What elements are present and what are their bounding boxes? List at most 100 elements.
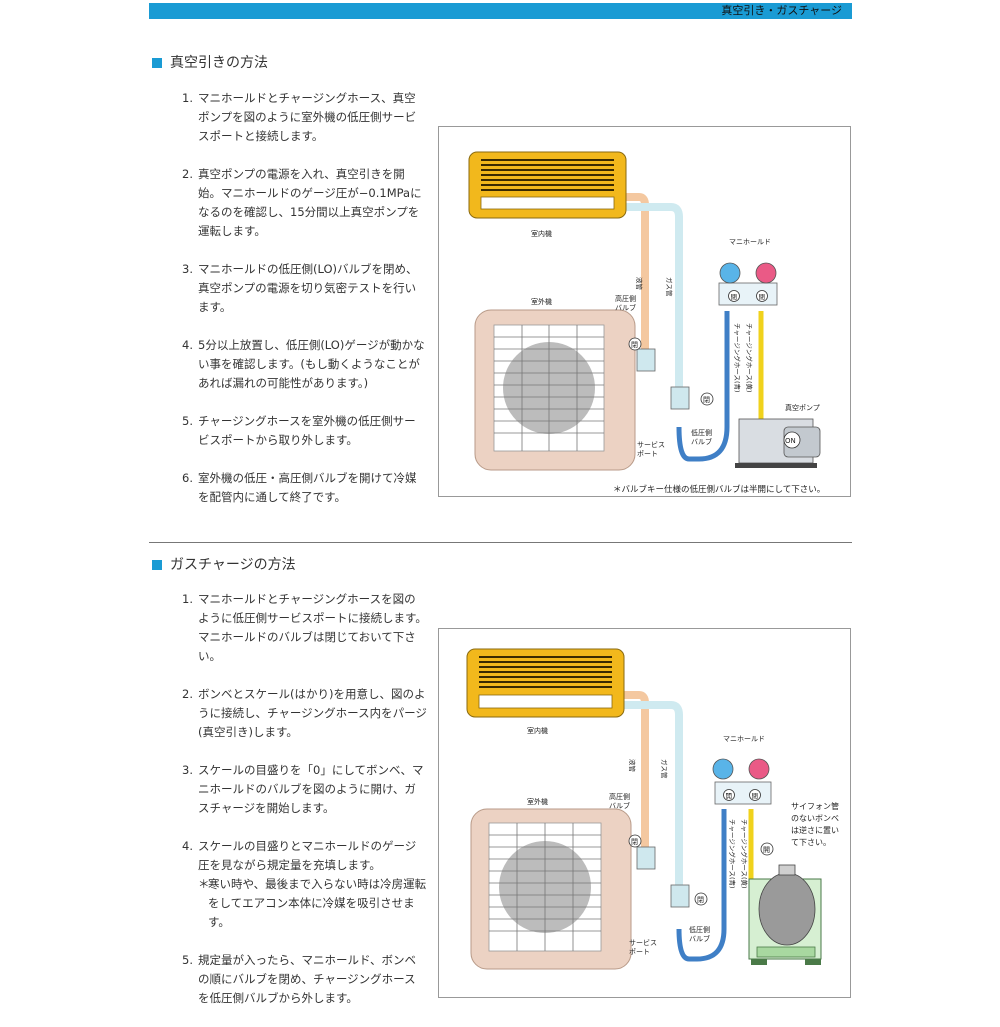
section-marker: [152, 58, 162, 68]
manifold-label: マニホールド: [723, 735, 765, 743]
step-number: 3.: [182, 763, 193, 777]
step-number: 4.: [182, 839, 193, 853]
diagram-note: ＊バルブキー仕様の低圧側バルブは半開にして下さい。: [613, 484, 825, 495]
step-note: ＊寒い時や、最後まで入らない時は冷房運転をしてエアコン本体に冷媒を吸引させます。: [198, 875, 427, 932]
closed-marker: [700, 392, 714, 406]
closed-marker: [628, 337, 642, 351]
service-port-label: サービス: [629, 938, 657, 947]
step-text: マニホールドの低圧側(LO)バルブを閉め、真空ポンプの電源を切り気密テストを行い…: [198, 262, 418, 314]
closed-marker: [628, 834, 642, 848]
low-valve-label: 低圧側: [691, 428, 712, 437]
step-number: 1.: [182, 91, 193, 105]
step-number: 2.: [182, 687, 193, 701]
gas-charge-diagram: 室内機 室外機 閉 閉 液管 ガス管 高圧側 バルブ 低圧側 バルブ サービス …: [438, 628, 851, 998]
yellow-hose-label: チャージングホース(黄): [740, 819, 749, 889]
step-item: 6. 室外機の低圧・高圧側バルブを開けて冷媒を配管内に通して終了です。: [182, 469, 427, 507]
low-gauge-icon: [719, 262, 741, 284]
siphon-note-line: のないボンベ: [791, 814, 839, 823]
step-item: 2.真空ポンプの電源を入れ、真空引きを開始。マニホールドのゲージ圧が−0.1MP…: [182, 165, 427, 241]
blue-hose: [676, 809, 727, 962]
high-valve-label: 高圧側: [609, 792, 630, 801]
step-text: マニホールドとチャージングホース、真空ポンプを図のように室外機の低圧側サービスポ…: [198, 91, 417, 143]
step-number: 1.: [182, 592, 193, 606]
indoor-unit-label: 室内機: [527, 726, 548, 735]
step-item: 1. マニホールドとチャージングホース、真空ポンプを図のように室外機の低圧側サービ…: [182, 89, 427, 146]
closed-label: 閉: [759, 293, 766, 301]
section2-title-text: ガスチャージの方法: [170, 557, 296, 573]
indoor-unit: [466, 648, 625, 718]
closed-label: 閉: [631, 341, 638, 349]
section1-title: 真空引きの方法: [152, 52, 268, 72]
header-bar: 真空引き・ガスチャージ: [149, 3, 852, 19]
section1-steps: 1. マニホールドとチャージングホース、真空ポンプを図のように室外機の低圧側サービ…: [182, 89, 427, 526]
step-text: スケールの目盛りとマニホールドのゲージ圧を見ながら規定量を充填します。: [198, 839, 417, 872]
high-valve-label-2: バルブ: [615, 303, 636, 312]
service-port-label: サービス: [637, 440, 665, 449]
low-valve-label-2: バルブ: [691, 437, 712, 446]
closed-label: 閉: [703, 396, 710, 404]
gas-pipe-label: ガス管: [665, 277, 674, 297]
open-label: 開: [726, 792, 733, 800]
high-gauge-icon: [748, 758, 770, 780]
low-valve-label-2: バルブ: [689, 934, 710, 943]
blue-hose-label: チャージングホース(青): [733, 323, 742, 393]
step-text: 室外機の低圧・高圧側バルブを開けて冷媒を配管内に通して終了です。: [198, 471, 417, 504]
closed-label: 閉: [697, 896, 704, 904]
header-title: 真空引き・ガスチャージ: [721, 4, 842, 17]
outdoor-unit: [470, 808, 632, 970]
gas-cylinder: [758, 864, 816, 946]
indoor-unit: [468, 151, 627, 219]
siphon-note-line: て下さい。: [791, 838, 831, 847]
low-gauge-icon: [712, 758, 734, 780]
closed-label: 閉: [631, 838, 638, 846]
step-note-text: 寒い時や、最後まで入らない時は冷房運転をしてエアコン本体に冷媒を吸引させます。: [208, 877, 427, 929]
step-text: マニホールドとチャージングホースを図のように低圧側サービスポートに接続します。マ…: [198, 592, 427, 663]
step-item: 1. マニホールドとチャージングホースを図のように低圧側サービスポートに接続します…: [182, 590, 427, 666]
step-number: 6.: [182, 471, 193, 485]
indoor-unit-label: 室内機: [531, 229, 552, 238]
gas-charge-diagram-svg: 室内機 室外機 閉 閉 液管 ガス管 高圧側 バルブ 低圧側 バルブ サービス …: [466, 648, 839, 970]
step-item: 5. 規定量が入ったら、マニホールド、ボンベの順にバルブを閉め、チャージングホース…: [182, 951, 427, 1008]
step-item: 3.スケールの目盛りを「0」にしてボンベ、マニホールドのバルブを図のように開け、…: [182, 761, 427, 818]
low-pressure-valve: [670, 884, 690, 908]
low-valve-label: 低圧側: [689, 925, 710, 934]
closed-label: 閉: [731, 293, 738, 301]
power-on-icon: [783, 431, 801, 449]
step-text: 規定量が入ったら、マニホールド、ボンベの順にバルブを閉め、チャージングホースを低…: [198, 953, 417, 1005]
closed-marker: [756, 290, 768, 302]
step-item: 3. マニホールドの低圧側(LO)バルブを閉め、真空ポンプの電源を切り気密テストを…: [182, 260, 427, 317]
liquid-pipe-label: 液管: [635, 277, 644, 291]
section2-steps: 1. マニホールドとチャージングホースを図のように低圧側サービスポートに接続します…: [182, 590, 427, 1027]
step-text: チャージングホースを室外機の低圧側サービスポートから取り外します。: [198, 414, 416, 447]
section1-title-text: 真空引きの方法: [170, 55, 268, 71]
section-marker: [152, 560, 162, 570]
blue-hose-label: チャージングホース(青): [728, 819, 737, 889]
open-marker: [760, 842, 774, 856]
outdoor-unit-label: 室外機: [527, 797, 548, 806]
vacuum-diagram-svg: 室内機 室外機 閉 閉 液管 ガス管 高圧側 バルブ 低圧側 バルブ サービス …: [468, 151, 825, 495]
step-text: 5分以上放置し、低圧側(LO)ゲージが動かない事を確認します。(もし動くようなこ…: [198, 338, 425, 390]
siphon-note-line: サイフォン管: [791, 801, 839, 811]
closed-marker: [728, 290, 740, 302]
vacuum-pump: [735, 418, 821, 468]
closed-label: 閉: [752, 792, 759, 800]
siphon-note-line: は逆さに置い: [791, 825, 839, 835]
open-label: 開: [763, 846, 770, 854]
closed-marker: [749, 789, 761, 801]
manifold: [718, 262, 778, 306]
high-pressure-valve: [636, 846, 656, 870]
service-port-label-2: ポート: [629, 948, 650, 956]
step-number: 3.: [182, 262, 193, 276]
high-pressure-valve: [636, 348, 656, 372]
step-item: 2.ボンベとスケール(はかり)を用意し、図のように接続し、チャージングホース内を…: [182, 685, 427, 742]
high-gauge-icon: [755, 262, 777, 284]
low-pressure-valve: [670, 386, 690, 410]
open-marker: [723, 789, 735, 801]
step-item: 4.5分以上放置し、低圧側(LO)ゲージが動かない事を確認します。(もし動くよう…: [182, 336, 427, 393]
step-number: 5.: [182, 953, 193, 967]
outdoor-unit: [474, 309, 636, 471]
gas-pipe: [624, 203, 683, 389]
step-number: 5.: [182, 414, 193, 428]
vacuum-pump-label: 真空ポンプ: [785, 403, 820, 412]
section-divider: [149, 542, 852, 543]
